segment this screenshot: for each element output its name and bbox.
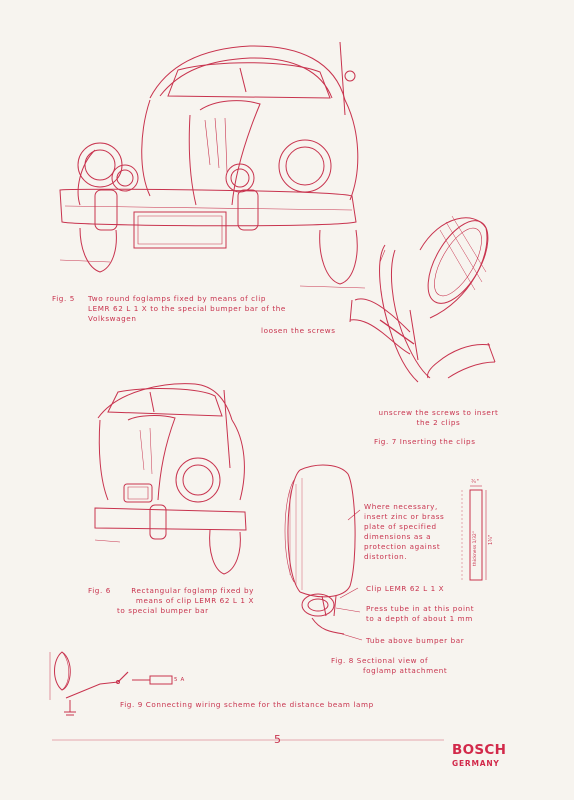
fig5-line-2: LEMR 62 L 1 X to the special bumper bar … (88, 304, 286, 313)
fig7-loosen-label: loosen the screws (261, 326, 336, 335)
page-number: 5 (274, 733, 281, 746)
fig8-note: Where necessary, insert zinc or brass pl… (364, 502, 444, 562)
fig7-unscrew-line-2: the 2 clips (416, 418, 461, 427)
fig7-unscrew-line-1: unscrew the screws to insert (378, 408, 499, 417)
fig8-press-line-1: Press tube in at this point (366, 604, 475, 613)
fig6-number: Fig. 6 (88, 586, 111, 595)
fig8-press-label: Press tube in at this point to a depth o… (366, 604, 474, 624)
fig8-clip-label: Clip LEMR 62 L 1 X (366, 584, 445, 593)
vw-rectangular-foglamp-illustration (95, 384, 246, 574)
fig7-unscrew-label: unscrew the screws to insert the 2 clips (376, 408, 501, 428)
fig8-note-line-6: distortion. (364, 552, 408, 561)
fig8-dim-top: ¾" (471, 479, 480, 485)
fig8-tube-label: Tube above bumper bar (366, 636, 465, 645)
fig5-caption: Fig. 5 (52, 294, 75, 304)
fig8-thickness: thickness 1/32" (473, 531, 478, 566)
bosch-logo: BOSCH GERMANY (452, 742, 506, 768)
wiring-scheme-illustration (50, 652, 172, 715)
fig8-caption-line-2: foglamp attachment (363, 666, 448, 675)
sectional-view-illustration (285, 465, 486, 640)
fig8-note-line-4: dimensions as a (364, 532, 432, 541)
fig5-number: Fig. 5 (52, 294, 75, 303)
fig8-press-line-2: to a depth of about 1 mm (366, 614, 473, 623)
fig8-note-line-2: insert zinc or brass (364, 512, 445, 521)
fig6-caption-text: Rectangular foglamp fixed by means of cl… (118, 586, 254, 606)
fig6-line-2: means of clip LEMR 62 L 1 X (135, 596, 254, 605)
fig5-line-1: Two round foglamps fixed by means of cli… (88, 294, 267, 303)
fig7-caption: Fig. 7 Inserting the clips (374, 437, 476, 446)
vw-front-round-foglamps-illustration (60, 42, 365, 288)
inserting-clips-illustration (350, 211, 500, 382)
fig5-caption-text: Two round foglamps fixed by means of cli… (88, 294, 286, 324)
fig9-caption: Fig. 9 Connecting wiring scheme for the … (120, 700, 374, 709)
fig8-caption-line-1: Fig. 8 Sectional view of (331, 656, 429, 665)
fig5-line-3: Volkswagen (88, 314, 137, 323)
fig8-note-line-5: protection against (364, 542, 441, 551)
brand-country: GERMANY (452, 759, 500, 768)
fig9-fuse-label: 5 A (174, 677, 185, 683)
fig8-note-line-3: plate of specified (364, 522, 437, 531)
fig6-line-1: Rectangular foglamp fixed by (131, 586, 254, 595)
fig8-dim-side: 1¾" (488, 534, 494, 545)
fig6-line-3: to special bumper bar (117, 606, 209, 615)
fig8-caption: Fig. 8 Sectional view of foglamp attachm… (331, 656, 447, 676)
brand-name: BOSCH (452, 742, 507, 758)
fig8-note-line-1: Where necessary, (364, 502, 438, 511)
